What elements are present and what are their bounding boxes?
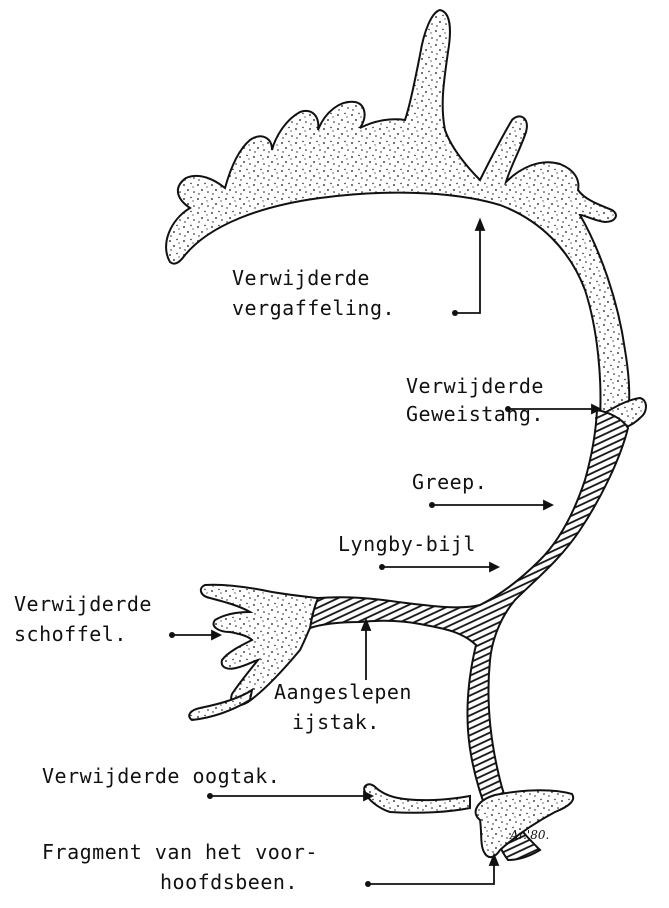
label-ijstak-line2: ijstak. [292,710,380,734]
label-oogtak: Verwijderde oogtak. [42,764,280,788]
label-geweistang-line1: Verwijderde [406,374,544,398]
label-schoffel-line1: Verwijderde [14,592,152,616]
label-greep: Greep. [412,470,487,494]
removed-crown [166,10,629,420]
removed-oogtak [364,784,470,812]
schoffel-bottom-tine [189,690,252,720]
label-geweistang-line2: Geweistang. [406,402,544,426]
label-vergaffeling-line1: Verwijderde [232,266,370,290]
label-fragment-line1: Fragment van het voor- [42,840,318,864]
label-vergaffeling-line2: vergaffeling. [232,296,395,320]
label-lyngby: Lyngby-bijl [338,532,476,556]
artist-signature: Ar.'80. [510,828,549,842]
label-ijstak-line1: Aangeslepen [274,680,412,704]
label-schoffel-line2: schoffel. [14,622,127,646]
label-fragment-line2: hoofdsbeen. [160,870,298,894]
